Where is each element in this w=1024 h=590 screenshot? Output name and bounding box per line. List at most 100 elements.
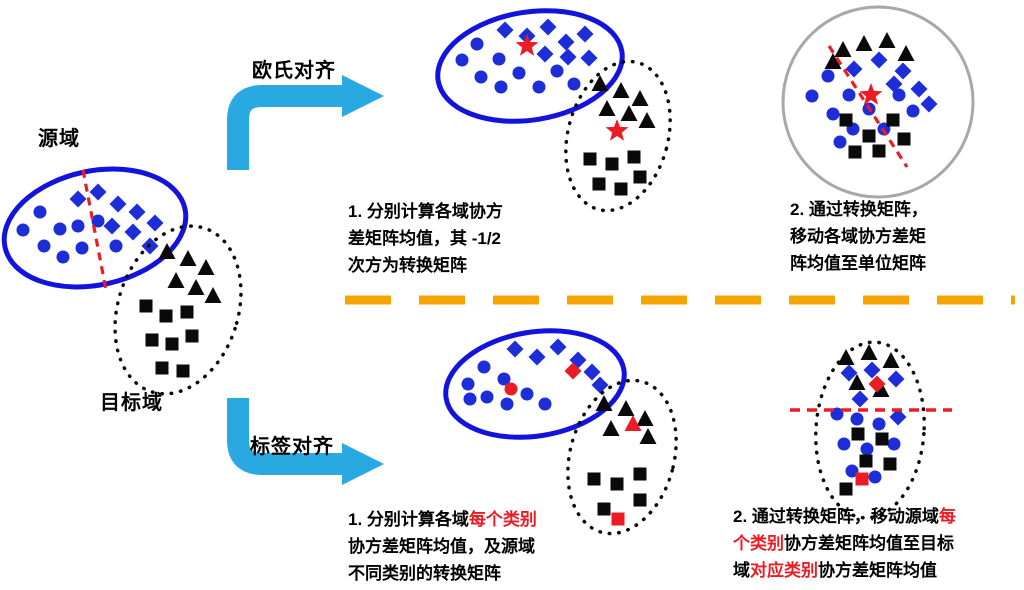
label-aligned-ellipse-outline [814, 340, 926, 520]
euclidean-arrow [227, 75, 384, 170]
blue-circle-marker [494, 80, 508, 94]
blue-circle-marker [512, 66, 526, 80]
caption-line: 移动各域协方差矩 [790, 223, 928, 250]
blue-diamond-marker [536, 45, 554, 63]
blue-diamond-marker [109, 195, 127, 213]
blue-circle-marker [33, 205, 47, 219]
black-triangle-marker [837, 349, 855, 365]
black-triangle-marker [636, 410, 654, 426]
red-square-marker [611, 512, 625, 526]
blue-diamond-marker [910, 80, 928, 98]
black-triangle-marker [617, 400, 635, 416]
red-star-marker [605, 119, 629, 141]
blue-diamond-marker [885, 75, 903, 93]
caption-highlight: 个类别 [733, 534, 784, 553]
label-aligned-ellipse [814, 340, 926, 520]
black-square-marker [145, 333, 159, 347]
blue-circle-marker [892, 88, 906, 102]
black-triangle-marker [639, 428, 657, 444]
blue-diamond-marker [69, 190, 87, 208]
source-domain-ellipse [1, 166, 189, 290]
blue-diamond-marker [887, 370, 905, 388]
blue-diamond-marker [840, 364, 858, 382]
red-diamond-marker [868, 375, 886, 393]
caption-euclidean-step2: 2. 通过转换矩阵，移动各域协方差矩阵均值至单位矩阵 [790, 196, 928, 277]
black-square-marker [605, 157, 619, 171]
black-square-marker [180, 305, 194, 319]
blue-diamond-marker [103, 217, 121, 235]
red-circle-marker [504, 382, 518, 396]
blue-circle-marker [500, 397, 514, 411]
caption-text: 2. 通过转换矩阵，移动源域 [733, 507, 939, 526]
blue-diamond-marker [496, 21, 514, 39]
blue-diamond-marker [591, 376, 609, 394]
black-square-marker [159, 309, 173, 323]
black-square-marker [839, 113, 853, 127]
black-square-marker [875, 432, 889, 446]
blue-circle-marker [860, 442, 874, 456]
euclidean-arrow-shaft [227, 85, 342, 170]
caption-label-step2: 2. 通过转换矩阵，移动源域每个类别协方差矩阵均值至目标域对应类别协方差矩阵均值 [733, 503, 956, 584]
blue-diamond-marker [870, 51, 888, 69]
blue-circle-marker [550, 64, 564, 78]
blue-diamond-marker [580, 49, 598, 67]
caption-line: 差矩阵均值，其 -1/2 [348, 225, 503, 252]
blue-circle-marker [850, 412, 864, 426]
euclidean-source-ellipse [435, 8, 625, 124]
euclidean-alignment-label: 欧氏对齐 [252, 60, 336, 82]
caption-line: 个类别协方差矩阵均值至目标 [733, 530, 956, 557]
caption-line: 域对应类别协方差矩阵均值 [733, 557, 956, 584]
red-star-marker [859, 83, 883, 105]
caption-text: 移动各域协方差矩 [790, 227, 926, 246]
black-triangle-marker [158, 243, 176, 259]
blue-diamond-marker [583, 363, 601, 381]
source-domain-ellipse-outline [1, 166, 189, 290]
caption-text: 协方差矩阵均值至目标 [784, 534, 954, 553]
black-triangle-marker [591, 75, 609, 91]
caption-text: 差矩阵均值，其 -1/2 [348, 229, 502, 248]
black-square-marker [614, 182, 628, 196]
blue-circle-marker [455, 53, 469, 67]
blue-circle-marker [16, 223, 30, 237]
caption-highlight: 对应类别 [750, 561, 818, 580]
black-triangle-marker [834, 41, 852, 57]
blue-circle-marker [109, 239, 123, 253]
caption-line: 2. 通过转换矩阵，移动源域每 [733, 503, 956, 530]
blue-circle-marker [887, 437, 901, 451]
blue-circle-marker [833, 135, 847, 149]
caption-line: 次方为转换矩阵 [348, 252, 503, 279]
caption-line: 1. 分别计算各域每个类别 [348, 506, 537, 533]
black-triangle-marker [179, 250, 197, 266]
blue-circle-marker [53, 222, 67, 236]
black-triangle-marker [595, 395, 613, 411]
red-star-marker [515, 34, 539, 56]
caption-highlight: 每 [938, 507, 956, 526]
target-domain-ellipse [113, 224, 243, 396]
black-square-marker [883, 457, 897, 471]
identity-split-line [827, 45, 909, 168]
black-square-marker [610, 477, 624, 491]
label-target-ellipse-outline [566, 378, 678, 536]
black-triangle-marker [878, 32, 896, 48]
source-domain-label: 源域 [38, 128, 80, 150]
label-arrow-head [342, 443, 384, 485]
black-square-marker [862, 129, 876, 143]
caption-text: 不同类别的转换矩阵 [348, 564, 501, 583]
black-square-marker [165, 337, 179, 351]
target-domain-label: 目标域 [100, 392, 163, 414]
black-square-marker [627, 150, 641, 164]
label-alignment-label: 标签对齐 [250, 436, 334, 458]
blue-circle-marker [845, 464, 859, 478]
blue-circle-marker [868, 470, 882, 484]
label-source-ellipse-outline [443, 328, 627, 440]
blue-diamond-marker [549, 338, 567, 356]
blue-diamond-marker [559, 48, 577, 66]
blue-circle-marker [497, 372, 511, 386]
blue-diamond-marker [506, 340, 524, 358]
black-triangle-marker [882, 352, 900, 368]
black-square-marker [155, 361, 169, 375]
blue-diamond-marker [528, 348, 546, 366]
